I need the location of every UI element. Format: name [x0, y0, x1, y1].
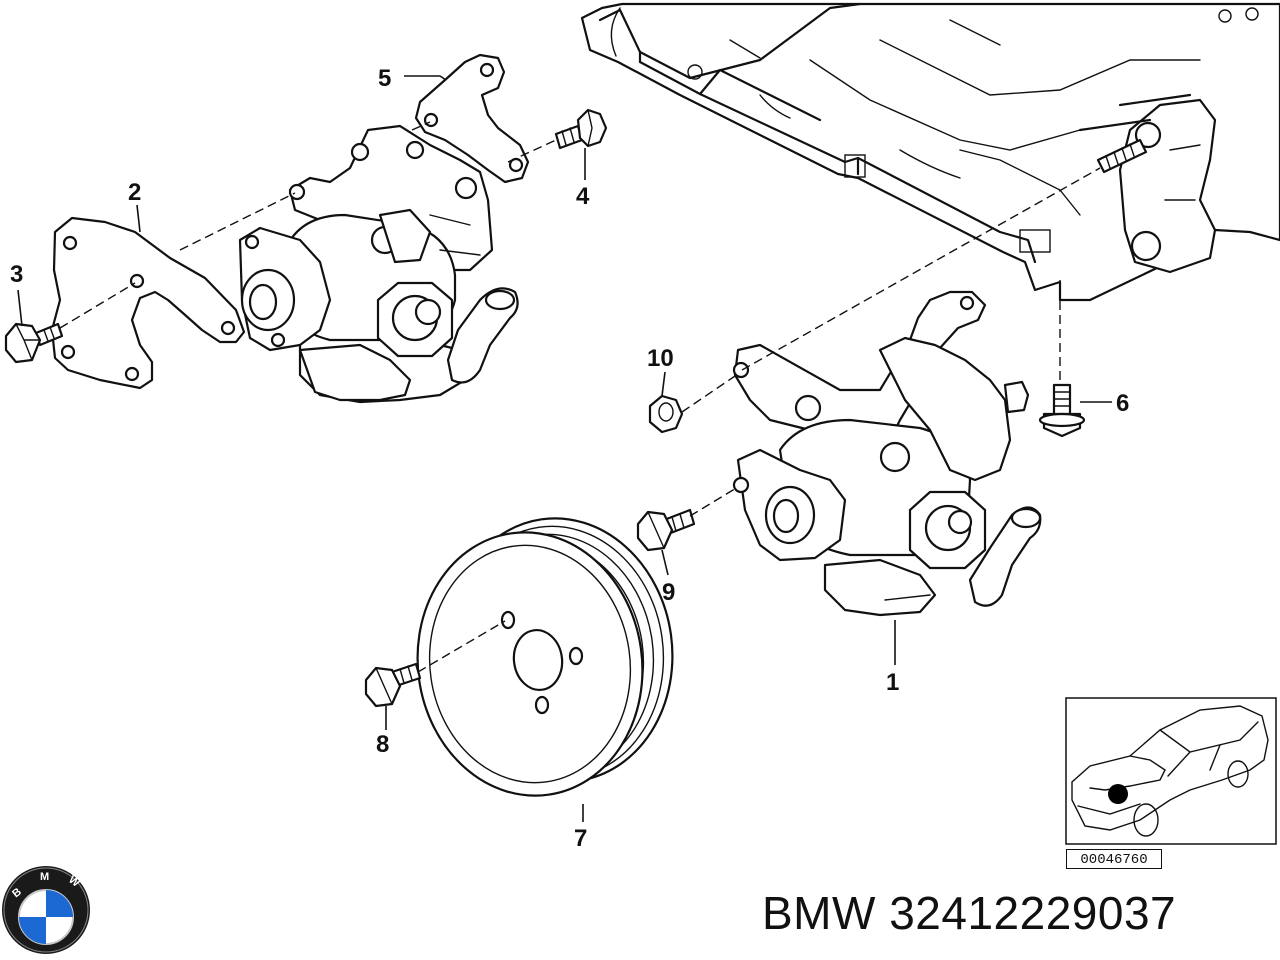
pump-exploded [238, 124, 519, 404]
assembly-lines [59, 121, 1101, 673]
callout-2: 2 [128, 179, 141, 206]
callout-8: 8 [376, 731, 389, 758]
part-number: 32412229037 [889, 887, 1177, 939]
callout-6: 6 [1116, 390, 1129, 417]
callout-3: 3 [10, 261, 23, 288]
callout-5: 5 [378, 65, 391, 92]
part-7-pulley [416, 517, 674, 797]
car-locator-icon [1065, 697, 1277, 845]
callout-1: 1 [886, 669, 899, 696]
part-10-nut [648, 394, 684, 434]
part-4-bolt [554, 108, 608, 150]
part-2-bracket [50, 216, 246, 390]
part-number-caption: BMW 32412229037 [762, 886, 1176, 940]
callout-10: 10 [647, 345, 674, 372]
bmw-logo-icon: B M W [2, 866, 90, 954]
reference-code: 00046760 [1066, 849, 1162, 869]
callout-7: 7 [574, 825, 587, 852]
pump-assembled [732, 290, 1042, 617]
part-9-bolt [636, 508, 696, 552]
brand-name: BMW [762, 887, 876, 939]
svg-text:M: M [40, 871, 49, 883]
part-3-bolt [4, 322, 64, 364]
callout-4: 4 [576, 183, 590, 210]
part-6-bolt [1038, 383, 1086, 438]
callout-numbers: 5 2 3 4 6 10 9 8 7 1 [10, 65, 1129, 852]
engine-oil-pan [580, 2, 1280, 302]
part-5-bracket [414, 53, 530, 184]
callout-9: 9 [662, 579, 675, 606]
callout-leaders [17, 75, 1112, 822]
part-8-bolt [364, 662, 422, 708]
